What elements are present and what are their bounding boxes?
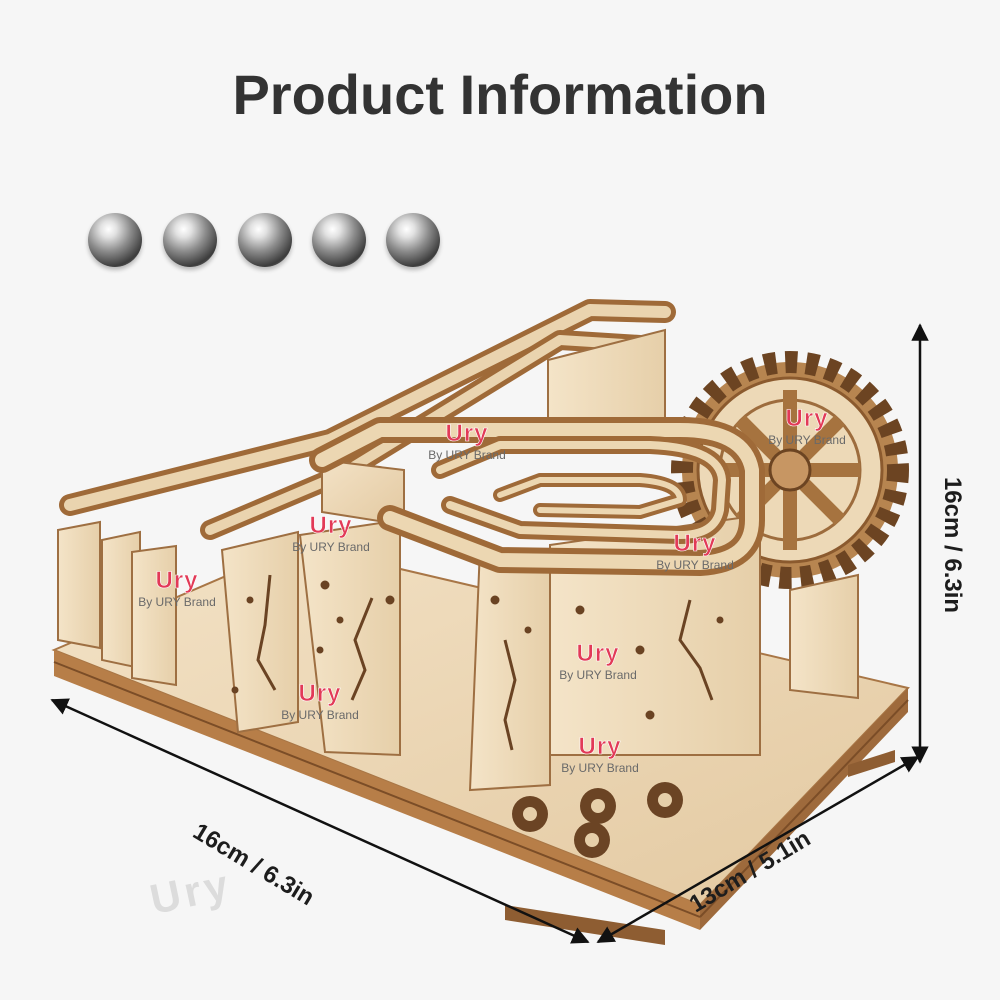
brand-logo: Ury xyxy=(578,733,622,761)
brand-logo: Ury xyxy=(445,420,489,448)
brand-watermark: Ury By URY Brand xyxy=(545,733,655,775)
track-spiral xyxy=(309,417,765,576)
brand-watermark: Ury By URY Brand xyxy=(122,567,232,609)
steel-ball xyxy=(386,213,440,267)
brand-logo: Ury xyxy=(673,530,717,558)
brand-watermark: Ury By URY Brand xyxy=(752,405,862,447)
brand-text: By URY Brand xyxy=(428,448,506,462)
brand-watermark: Ury By URY Brand xyxy=(276,512,386,554)
page-title: Product Information xyxy=(232,63,768,126)
brand-text: By URY Brand xyxy=(561,761,639,775)
height-label: 16cm / 6.3in xyxy=(939,476,966,614)
brand-text: By URY Brand xyxy=(138,595,216,609)
steel-ball xyxy=(88,213,142,267)
brand-text: By URY Brand xyxy=(292,540,370,554)
brand-text: By URY Brand xyxy=(656,558,734,572)
track-back xyxy=(59,299,676,540)
brand-watermark: Ury By URY Brand xyxy=(543,640,653,682)
brand-text: By URY Brand xyxy=(559,668,637,682)
large-gear xyxy=(671,351,909,589)
brand-logo: Ury xyxy=(576,640,620,668)
brand-logo: Ury xyxy=(155,567,199,595)
brand-logo: Ury xyxy=(785,405,829,433)
left-panels xyxy=(57,518,401,757)
brand-text: By URY Brand xyxy=(281,708,359,722)
steel-ball xyxy=(163,213,217,267)
brand-logo: Ury xyxy=(298,680,342,708)
brand-watermark: Ury By URY Brand xyxy=(265,680,375,722)
brand-text: By URY Brand xyxy=(768,433,846,447)
steel-ball xyxy=(312,213,366,267)
brand-watermark: Ury By URY Brand xyxy=(412,420,522,462)
steel-ball xyxy=(238,213,292,267)
length-arrow xyxy=(50,698,590,944)
width-arrow xyxy=(596,755,920,944)
brand-logo: Ury xyxy=(309,512,353,540)
dimension-arrows xyxy=(50,323,929,944)
gear-support xyxy=(789,573,859,700)
brand-watermark: Ury By URY Brand xyxy=(640,530,750,572)
